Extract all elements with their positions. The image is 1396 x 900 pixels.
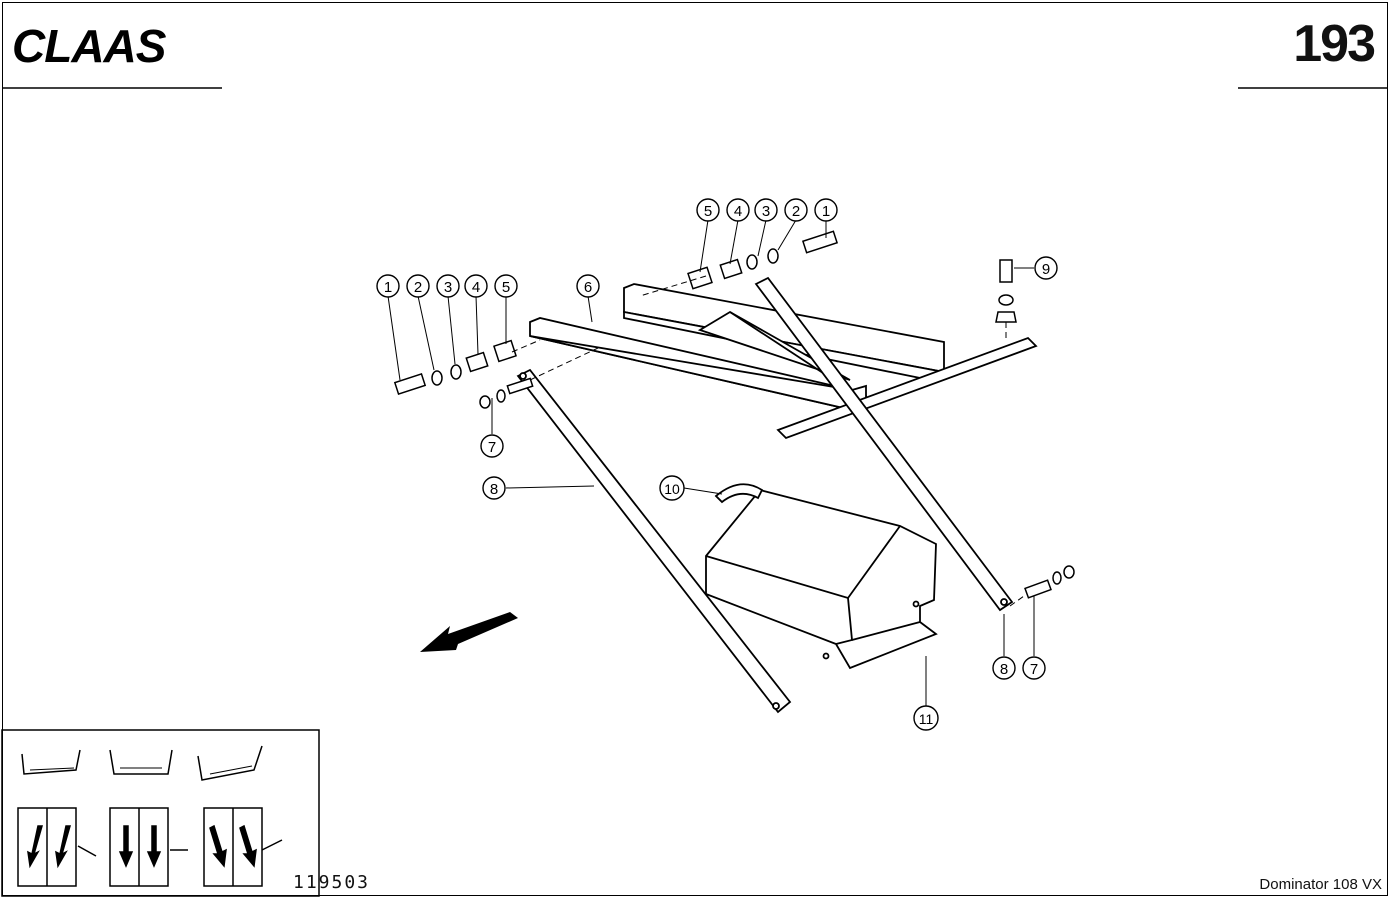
svg-text:5: 5: [704, 203, 712, 220]
callout-1b: 1: [814, 198, 838, 222]
model-name: Dominator 108 VX: [1259, 876, 1382, 893]
callout-4b: 4: [726, 198, 750, 222]
callouts: 1 2 3 4 5 6 7 8 10 5 4 3 2 1 9 11 8 7: [376, 198, 1058, 731]
callout-7a: 7: [480, 434, 504, 458]
svg-text:3: 3: [444, 279, 452, 296]
svg-text:5: 5: [502, 279, 510, 296]
claas-logo: CLAAS: [12, 20, 168, 72]
strut-left-8: [516, 368, 792, 714]
page-number: 193: [1293, 15, 1376, 73]
svg-text:4: 4: [734, 203, 742, 220]
callout-1a: 1: [376, 274, 400, 298]
claas-logo-text: CLAAS: [12, 20, 167, 72]
hardware-left: [393, 339, 534, 409]
callout-5b: 5: [696, 198, 720, 222]
profile-sketch-2: [109, 749, 173, 775]
hardware-top: [687, 230, 839, 290]
variant-box-1: [17, 807, 97, 887]
profile-sketch-1: [21, 749, 81, 775]
callout-9: 9: [1034, 256, 1058, 280]
svg-text:3: 3: [762, 203, 770, 220]
callout-3b: 3: [754, 198, 778, 222]
svg-text:2: 2: [792, 203, 800, 220]
leader-lines: [387, 219, 1035, 706]
variant-legend: [1, 729, 320, 897]
cover-11: [705, 488, 938, 670]
assembly-lines: [511, 275, 1025, 607]
profile-sketch-3: [197, 745, 263, 781]
callout-6: 6: [576, 274, 600, 298]
callout-7b: 7: [1022, 656, 1046, 680]
svg-text:8: 8: [490, 481, 498, 498]
clip-10: [714, 483, 764, 504]
variant-box-3: [203, 807, 283, 887]
callout-10: 10: [659, 475, 685, 501]
travel-direction-arrow: [420, 612, 518, 652]
svg-text:7: 7: [488, 439, 496, 456]
callout-11: 11: [913, 705, 939, 731]
hardware-right-bottom: [1024, 565, 1075, 599]
svg-text:1: 1: [384, 279, 392, 296]
callout-2b: 2: [784, 198, 808, 222]
svg-text:10: 10: [664, 481, 680, 497]
callout-8b: 8: [992, 656, 1016, 680]
svg-text:9: 9: [1042, 261, 1050, 278]
svg-text:1: 1: [822, 203, 830, 220]
svg-text:2: 2: [414, 279, 422, 296]
cross-beam-6: [529, 283, 1038, 440]
svg-text:6: 6: [584, 279, 592, 296]
callout-3a: 3: [436, 274, 460, 298]
svg-text:11: 11: [919, 711, 934, 727]
hardware-right-top: [995, 259, 1017, 323]
svg-text:8: 8: [1000, 661, 1008, 678]
drawing-number: 119503: [293, 872, 371, 893]
callout-8a: 8: [482, 476, 506, 500]
callout-5a: 5: [494, 274, 518, 298]
strut-right-8: [754, 276, 1014, 612]
callout-4a: 4: [464, 274, 488, 298]
svg-text:4: 4: [472, 279, 480, 296]
variant-box-2: [109, 807, 188, 887]
svg-text:7: 7: [1030, 661, 1038, 678]
callout-2a: 2: [406, 274, 430, 298]
